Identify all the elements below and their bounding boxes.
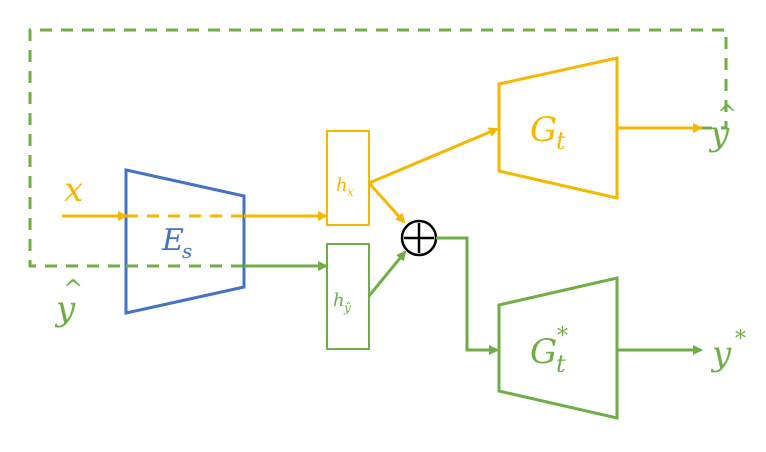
svg-text:^: ^ bbox=[717, 100, 737, 128]
svg-text:*: * bbox=[735, 327, 746, 352]
svg-text:y: y bbox=[54, 289, 76, 329]
gt-trapezoid bbox=[497, 56, 619, 200]
svg-text:E: E bbox=[161, 223, 184, 258]
svg-text:y: y bbox=[710, 334, 732, 374]
svg-text:s: s bbox=[182, 239, 192, 263]
svg-text:^: ^ bbox=[63, 275, 83, 303]
svg-text:*: * bbox=[557, 324, 568, 349]
hy-box bbox=[326, 243, 370, 350]
hx-label: h x bbox=[336, 175, 354, 199]
gtstar-label: G t * bbox=[530, 324, 568, 378]
svg-text:h: h bbox=[333, 290, 345, 311]
svg-text:t: t bbox=[556, 127, 566, 155]
gtstar-trapezoid bbox=[497, 276, 619, 420]
output-yhat-label: y ^ bbox=[708, 100, 737, 154]
encoder-label: E s bbox=[161, 223, 192, 263]
hx-to-sum-line bbox=[367, 181, 406, 224]
hy-label: h ŷ bbox=[333, 290, 351, 315]
input-x-label: x bbox=[64, 170, 83, 210]
hx-to-gt-line bbox=[368, 127, 499, 185]
svg-text:y: y bbox=[708, 114, 730, 154]
svg-text:t: t bbox=[556, 350, 566, 378]
hx-box bbox=[326, 130, 370, 226]
svg-text:h: h bbox=[336, 175, 348, 196]
feedback-loop-edge bbox=[28, 28, 728, 268]
svg-text:G: G bbox=[530, 332, 557, 372]
gt-label: G t bbox=[530, 110, 566, 155]
svg-text:x: x bbox=[347, 185, 354, 199]
output-ystar-label: y * bbox=[710, 327, 746, 374]
sum-to-gtstar-edge bbox=[436, 236, 499, 355]
hy-to-sum-line bbox=[367, 250, 407, 297]
input-yhat-label: y ^ bbox=[54, 275, 83, 329]
svg-text:G: G bbox=[530, 110, 557, 150]
svg-text:ŷ: ŷ bbox=[343, 301, 351, 315]
